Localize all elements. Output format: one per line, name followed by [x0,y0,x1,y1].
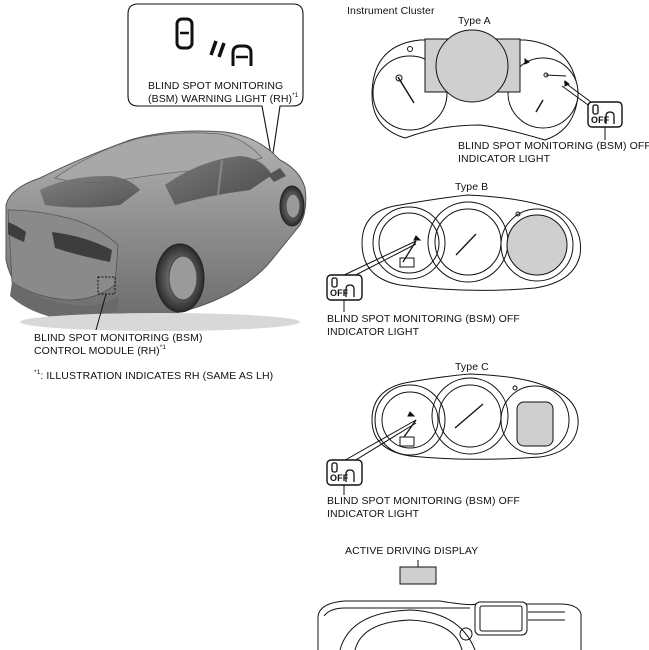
footnote-text: : ILLUSTRATION INDICATES RH (SAME AS LH) [40,370,274,382]
type-c-caption-line1: BLIND SPOT MONITORING (BSM) OFF [327,495,520,507]
cluster-type-a [371,29,596,141]
warning-light-callout [127,3,304,161]
off-text-a: OFF [591,115,610,125]
control-module-label-line1: BLIND SPOT MONITORING (BSM) [34,332,203,344]
vehicle-illustration [5,130,307,331]
type-b-caption-line1: BLIND SPOT MONITORING (BSM) OFF [327,313,520,325]
type-a-label: Type A [458,15,491,27]
footnote: *1: ILLUSTRATION INDICATES RH (SAME AS L… [34,369,274,382]
warning-light-label-line1: BLIND SPOT MONITORING [148,80,284,92]
type-c-label: Type C [455,361,489,373]
type-a-caption-line1: BLIND SPOT MONITORING (BSM) OFF [458,140,649,152]
control-module-marker [97,276,116,295]
active-driving-display-label: ACTIVE DRIVING DISPLAY [345,545,479,557]
control-module-label-line2: CONTROL MODULE (RH)*1 [34,344,167,357]
bsm-warning-icon [175,17,253,66]
warning-light-label-line2: (BSM) WARNING LIGHT (RH)*1 [148,92,299,105]
off-text-c: OFF [330,473,349,483]
control-module-label-text: CONTROL MODULE (RH) [34,345,160,357]
bsm-off-icon-c [326,459,363,495]
control-module-leader [95,293,107,331]
type-c-caption-line2: INDICATOR LIGHT [327,508,420,520]
off-text-b: OFF [330,288,349,298]
type-b-caption-line2: INDICATOR LIGHT [327,326,420,338]
control-module-footnote-mark: *1 [159,344,167,351]
type-b-label: Type B [455,181,489,193]
active-driving-display-art [317,560,582,650]
cluster-type-b [339,194,582,291]
instrument-cluster-heading: Instrument Cluster [347,5,435,17]
bsm-off-icon-b [326,274,363,312]
cluster-type-c [339,373,579,467]
warning-light-footnote-mark: *1 [292,92,299,99]
footnote-mark: *1 [34,369,41,376]
warning-light-label-text: (BSM) WARNING LIGHT (RH) [148,93,293,105]
type-a-caption-line2: INDICATOR LIGHT [458,153,551,165]
